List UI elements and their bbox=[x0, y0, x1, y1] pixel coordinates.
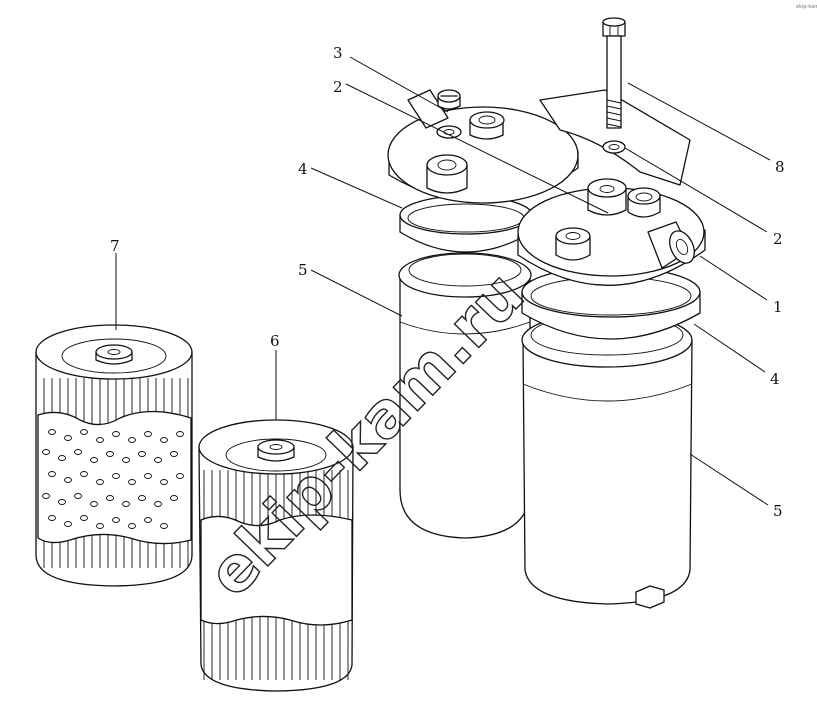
corner-mark: ekip-kam bbox=[796, 4, 817, 10]
label-bolt: 8 bbox=[775, 158, 785, 176]
label-screw: 3 bbox=[333, 44, 343, 62]
bowl-left bbox=[398, 252, 532, 539]
seal-ring-left bbox=[399, 195, 533, 253]
washer-right bbox=[602, 140, 626, 154]
filter-element-7 bbox=[35, 324, 193, 587]
bolt-8 bbox=[602, 17, 626, 129]
label-housing-cap: 1 bbox=[773, 298, 783, 316]
label-washer-right: 2 bbox=[773, 230, 783, 248]
leader-lines bbox=[115, 56, 771, 506]
label-seal-ring-left: 4 bbox=[298, 160, 308, 178]
part-number-labels: 8 2 1 4 5 3 2 4 5 6 7 bbox=[110, 44, 785, 520]
label-bowl-left: 5 bbox=[298, 261, 308, 279]
label-element-perforated: 7 bbox=[110, 237, 120, 255]
bowl-right bbox=[521, 312, 693, 609]
filter-head-right bbox=[517, 178, 706, 286]
label-seal-ring-right: 4 bbox=[770, 370, 780, 388]
filter-element-6 bbox=[198, 419, 354, 692]
label-element-cartridge: 6 bbox=[270, 332, 280, 350]
label-washer-left: 2 bbox=[333, 78, 343, 96]
filter-head-left bbox=[387, 89, 691, 204]
label-bowl-right: 5 bbox=[773, 502, 783, 520]
seal-ring-right bbox=[521, 266, 701, 340]
screw-3 bbox=[437, 89, 461, 110]
washer-left bbox=[436, 125, 462, 139]
